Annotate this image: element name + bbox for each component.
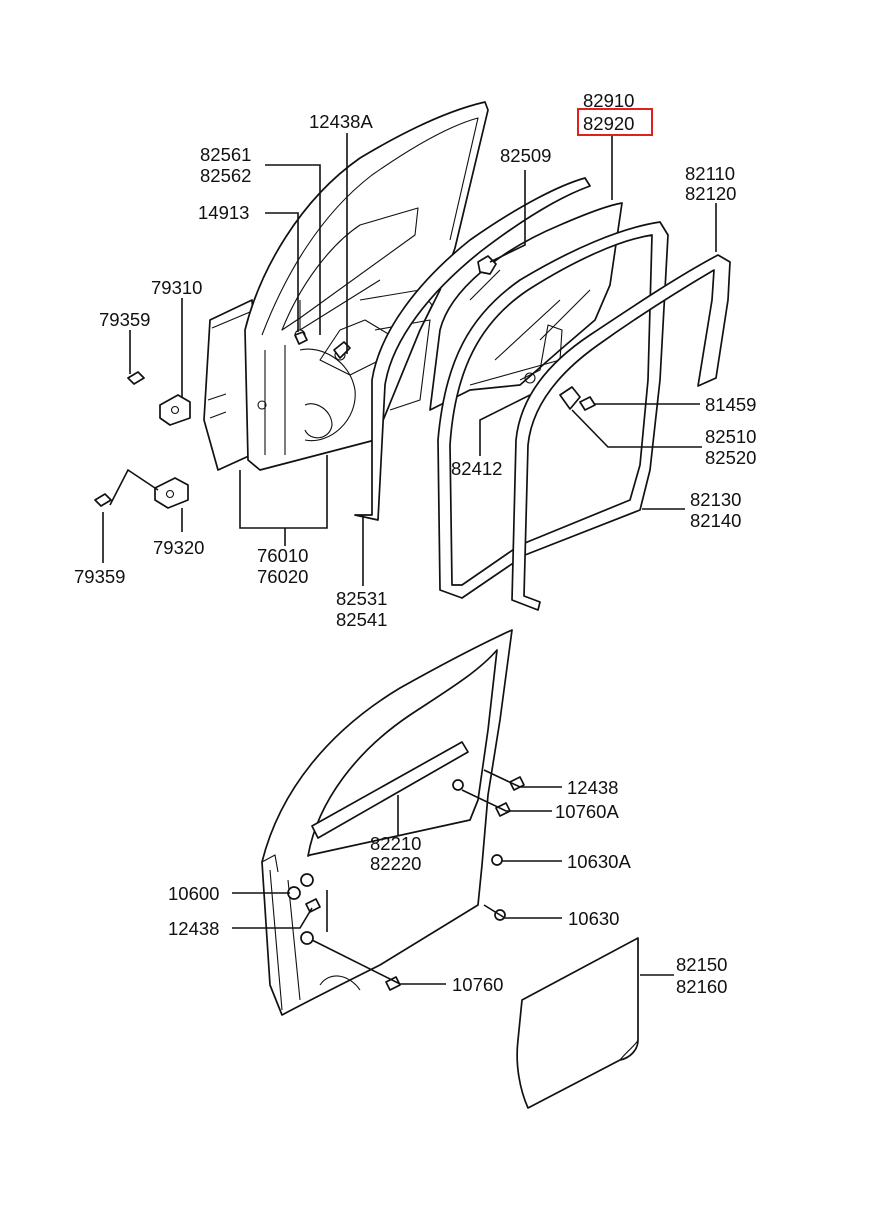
label-10630[interactable]: 10630	[568, 908, 619, 929]
body-weatherstrip	[511, 254, 731, 611]
label-82562[interactable]: 82562	[200, 165, 251, 186]
label-10630A[interactable]: 10630A	[567, 851, 631, 872]
label-12438-lower[interactable]: 12438	[168, 918, 219, 939]
label-76020[interactable]: 76020	[257, 566, 308, 587]
label-82510[interactable]: 82510	[705, 426, 756, 447]
label-10760[interactable]: 10760	[452, 974, 503, 995]
bolt-12438A	[333, 341, 351, 359]
label-82140[interactable]: 82140	[690, 510, 741, 531]
highlight-box	[577, 108, 653, 136]
label-82910[interactable]: 82910	[583, 90, 634, 111]
leader-lines-upper	[102, 133, 717, 586]
leader-lines-lower	[232, 769, 674, 985]
label-10760A[interactable]: 10760A	[555, 801, 619, 822]
label-76010[interactable]: 76010	[257, 545, 308, 566]
label-79320[interactable]: 79320	[153, 537, 204, 558]
label-12438-upper[interactable]: 12438	[567, 777, 618, 798]
label-82412[interactable]: 82412	[451, 458, 502, 479]
label-82509[interactable]: 82509	[500, 145, 551, 166]
bolt-14913	[294, 331, 308, 345]
part-labels: 82910 82920 12438A 82561 82562 82509 821…	[74, 90, 756, 997]
label-81459[interactable]: 81459	[705, 394, 756, 415]
lower-hinge	[94, 468, 189, 509]
label-82920[interactable]: 82920	[583, 113, 634, 134]
window-regulator	[469, 324, 563, 386]
upper-hinge	[127, 371, 191, 426]
label-82541[interactable]: 82541	[336, 609, 387, 630]
door-frame-assembly	[244, 101, 489, 471]
label-82110[interactable]: 82110	[685, 163, 735, 184]
label-82561[interactable]: 82561	[200, 144, 251, 165]
label-79359-lower[interactable]: 79359	[74, 566, 125, 587]
door-weatherstrip	[437, 221, 669, 599]
screw-81459	[579, 396, 596, 411]
label-82160[interactable]: 82160	[676, 976, 727, 997]
glass-run-channel	[354, 177, 591, 521]
label-14913[interactable]: 14913	[198, 202, 249, 223]
door-checker	[559, 386, 581, 410]
label-82150[interactable]: 82150	[676, 954, 727, 975]
label-82531[interactable]: 82531	[336, 588, 387, 609]
label-82120[interactable]: 82120	[685, 183, 736, 204]
door-trim-panel	[261, 629, 513, 1016]
label-79310[interactable]: 79310	[151, 277, 202, 298]
belt-weatherstrip	[311, 741, 469, 839]
label-82130[interactable]: 82130	[690, 489, 741, 510]
label-10600[interactable]: 10600	[168, 883, 219, 904]
label-82220[interactable]: 82220	[370, 853, 421, 874]
label-12438A[interactable]: 12438A	[309, 111, 373, 132]
label-79359-upper[interactable]: 79359	[99, 309, 150, 330]
label-82520[interactable]: 82520	[705, 447, 756, 468]
door-outer-skin	[516, 937, 639, 1109]
label-82210[interactable]: 82210	[370, 833, 421, 854]
